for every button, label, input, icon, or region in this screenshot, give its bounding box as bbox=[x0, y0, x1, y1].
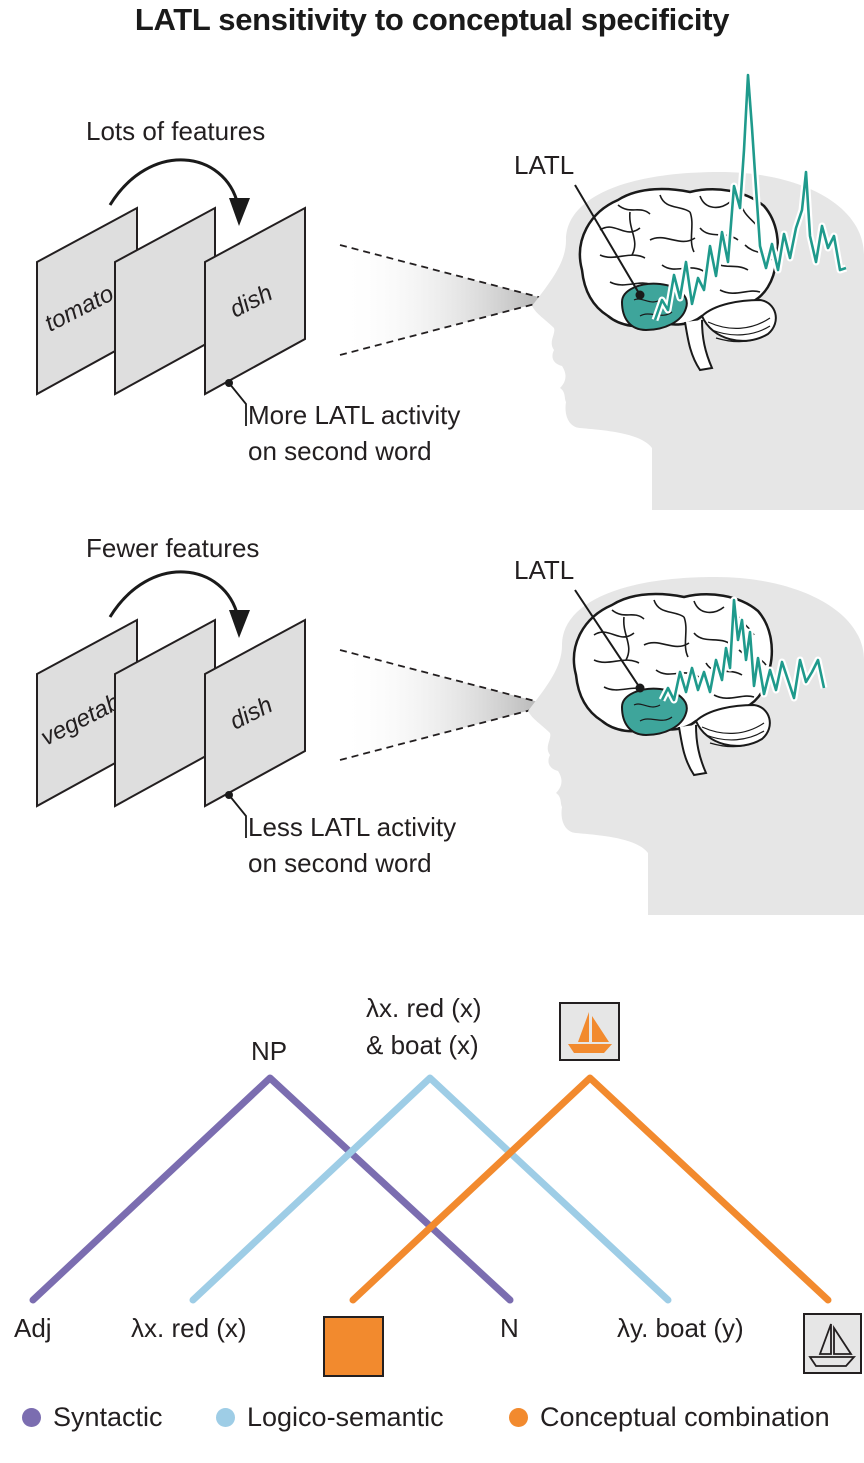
top-result-line2: on second word bbox=[248, 436, 432, 466]
red-boat-icon bbox=[559, 1002, 620, 1061]
tree-semantic-root-line1: λx. red (x) bbox=[366, 993, 482, 1023]
legend-semantic-label: Logico-semantic bbox=[247, 1402, 444, 1432]
bottom-activity-trace bbox=[658, 596, 828, 704]
tree-leaf-red: λx. red (x) bbox=[131, 1313, 247, 1343]
top-caption: Lots of features bbox=[86, 116, 266, 146]
legend-conceptual-swatch bbox=[509, 1408, 528, 1427]
bottom-brain bbox=[572, 589, 774, 777]
card-second-word-b bbox=[204, 618, 306, 808]
bottom-curved-arrow bbox=[108, 570, 250, 638]
tree-leaf-boat: λy. boat (y) bbox=[617, 1313, 744, 1343]
tree-leaf-adj: Adj bbox=[14, 1313, 52, 1343]
bottom-word-cards: vegetable dish bbox=[36, 618, 306, 808]
legend-conceptual: Conceptual combination bbox=[509, 1402, 830, 1433]
legend-syntactic-label: Syntactic bbox=[53, 1402, 163, 1432]
top-activity-trace bbox=[651, 71, 848, 322]
top-word-cards: tomato dish bbox=[36, 206, 306, 396]
conceptual-branches bbox=[349, 1074, 832, 1304]
legend-semantic: Logico-semantic bbox=[216, 1402, 444, 1433]
boat-outline-icon bbox=[803, 1313, 862, 1374]
syntactic-branches bbox=[29, 1074, 514, 1304]
semantic-branches bbox=[189, 1074, 672, 1304]
bottom-caption: Fewer features bbox=[86, 533, 260, 563]
red-color-icon bbox=[323, 1316, 384, 1377]
legend-syntactic-swatch bbox=[22, 1408, 41, 1427]
top-curved-arrow bbox=[108, 158, 250, 226]
tree-np-label: NP bbox=[251, 1036, 288, 1066]
figure-title: LATL sensitivity to conceptual specifici… bbox=[134, 2, 730, 37]
bottom-latl-label: LATL bbox=[514, 555, 575, 585]
bottom-view-beam bbox=[339, 649, 551, 761]
tree-leaf-n: N bbox=[500, 1313, 519, 1343]
top-latl-label: LATL bbox=[514, 150, 575, 180]
card-second-word bbox=[204, 206, 306, 396]
top-view-beam bbox=[339, 244, 551, 356]
legend-semantic-swatch bbox=[216, 1408, 235, 1427]
top-annotation-leader bbox=[225, 379, 247, 426]
legend-syntactic: Syntactic bbox=[22, 1402, 163, 1433]
tree-diagram bbox=[29, 1002, 862, 1377]
tree-semantic-root-line2: & boat (x) bbox=[366, 1030, 479, 1060]
bottom-result-line2: on second word bbox=[248, 848, 432, 878]
bottom-result-line1: Less LATL activity bbox=[248, 812, 457, 842]
bottom-annotation-leader bbox=[225, 791, 247, 838]
top-result-line1: More LATL activity bbox=[248, 400, 461, 430]
legend-conceptual-label: Conceptual combination bbox=[540, 1402, 830, 1432]
